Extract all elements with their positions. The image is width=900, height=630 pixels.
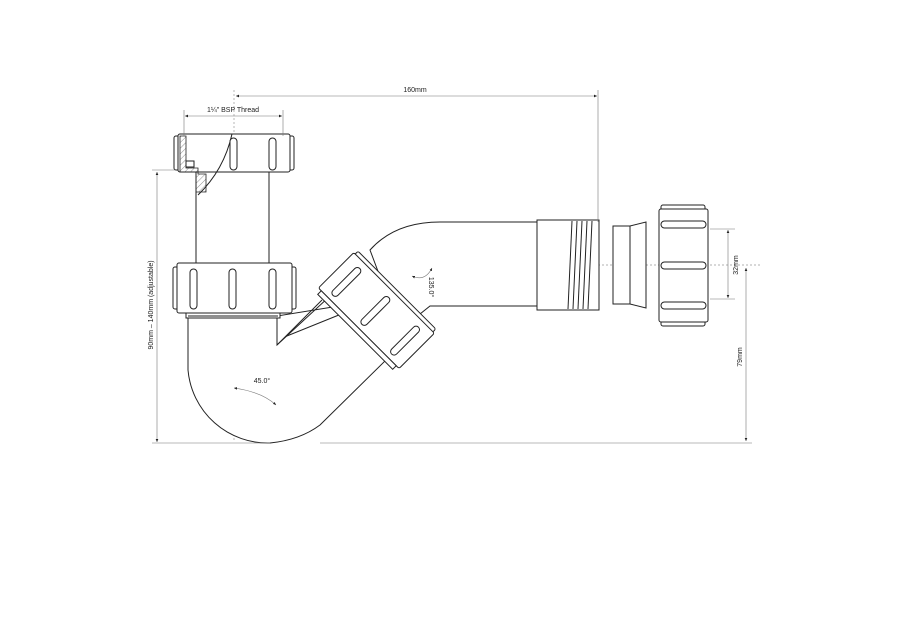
top-nut [173, 133, 295, 196]
bend-angle-label: 45.0° [254, 377, 271, 385]
diameter-dimension-label: 32mm [733, 255, 740, 275]
threaded-coupling [536, 219, 600, 311]
middle-nut [172, 262, 297, 319]
outlet-angle-label: 135.0° [427, 277, 435, 298]
width-dimension-label: 160mm [403, 87, 427, 94]
upper-pipe [195, 169, 270, 265]
angled-nut [317, 251, 436, 370]
outlet-pipe [369, 221, 541, 331]
olive-seal [612, 221, 647, 309]
outlet-nut [658, 204, 709, 327]
dimension-lines [152, 90, 752, 444]
thread-dimension-label: 1¼" BSP Thread [207, 107, 259, 114]
outlet-height-label: 79mm [737, 347, 744, 367]
height-dimension-label: 90mm – 140mm (adjustable) [148, 260, 155, 349]
